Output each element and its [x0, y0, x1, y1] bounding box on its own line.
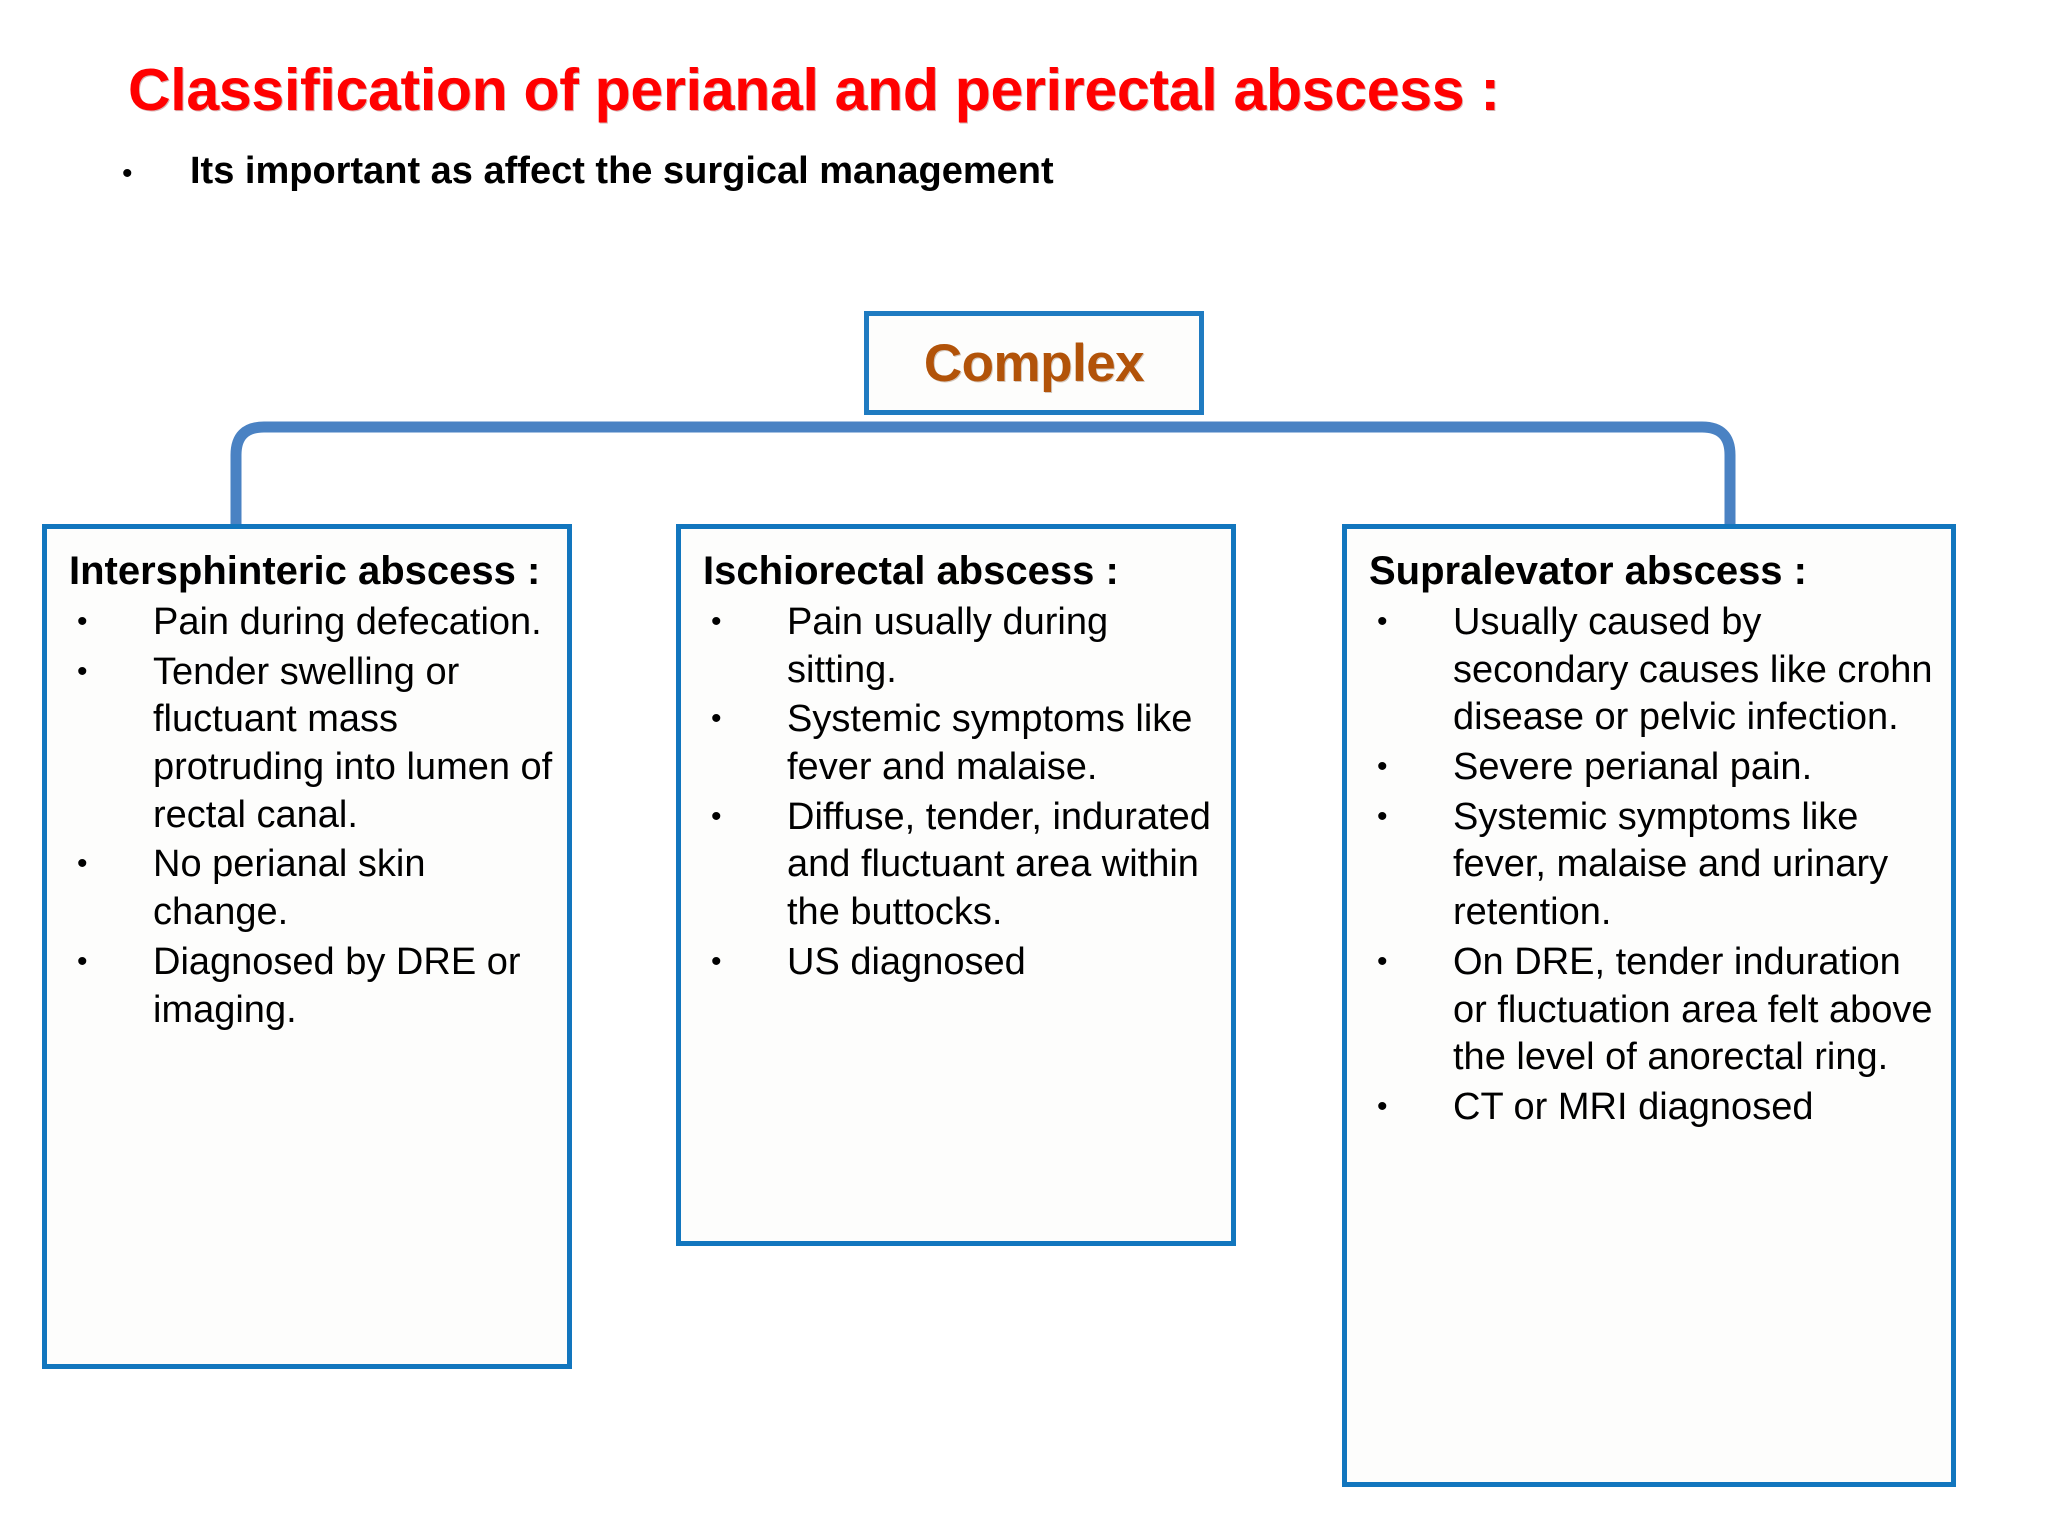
bullet-icon: • — [77, 944, 88, 978]
list-item: • US diagnosed — [703, 939, 1217, 987]
bullet-icon: • — [1377, 1089, 1388, 1123]
list-item-text: No perianal skin change. — [153, 843, 426, 934]
bullet-icon: • — [1377, 605, 1388, 638]
bullet-icon: • — [77, 654, 88, 688]
bullet-icon: • — [711, 944, 722, 978]
list-item-text: Severe perianal pain. — [1453, 746, 1813, 789]
category-heading: Intersphinteric abscess : — [69, 549, 541, 593]
list-item: • Usually caused by secondary causes lik… — [1369, 599, 1937, 742]
list-item: • Systemic symptoms like fever and malai… — [703, 696, 1217, 791]
list-item-text: Tender swelling or fluctuant mass protru… — [153, 650, 553, 836]
list-item: • Diffuse, tender, indurated and fluctua… — [703, 794, 1217, 937]
category-box-supralevator[interactable]: Supralevator abscess : • Usually caused … — [1342, 524, 1956, 1487]
list-item: • Pain during defecation. — [69, 599, 553, 647]
list-item-text: Diffuse, tender, indurated and fluctuant… — [787, 795, 1211, 934]
list-item: • No perianal skin change. — [69, 841, 553, 936]
list-item: • CT or MRI diagnosed — [1369, 1084, 1937, 1132]
list-item: • Diagnosed by DRE or imaging. — [69, 939, 553, 1034]
bullet-icon: • — [711, 799, 722, 833]
bullet-icon: • — [1377, 944, 1388, 978]
list-item: • Tender swelling or fluctuant mass prot… — [69, 649, 553, 840]
bullet-icon: • — [711, 702, 722, 736]
list-item-text: CT or MRI diagnosed — [1453, 1085, 1814, 1128]
category-box-ischiorectal[interactable]: Ischiorectal abscess : • Pain usually du… — [676, 524, 1236, 1246]
category-heading: Ischiorectal abscess : — [703, 549, 1119, 593]
page-title: Classification of perianal and perirecta… — [128, 57, 1500, 123]
diagram-root-label: Complex — [923, 333, 1145, 393]
subtitle-text: Its important as affect the surgical man… — [190, 150, 1054, 192]
category-item-list: • Pain usually during sitting. • Systemi… — [703, 599, 1217, 987]
list-item: • Systemic symptoms like fever, malaise … — [1369, 794, 1937, 937]
subtitle-bullet-row: • Its important as affect the surgical m… — [122, 150, 1054, 193]
list-item-text: Diagnosed by DRE or imaging. — [153, 940, 521, 1031]
connector-path — [230, 421, 1736, 525]
list-item-text: US diagnosed — [787, 940, 1026, 983]
list-item-text: On DRE, tender induration or fluctuation… — [1453, 940, 1933, 1079]
list-item-text: Systemic symptoms like fever and malaise… — [787, 698, 1193, 789]
bullet-icon: • — [122, 157, 133, 190]
list-item: • Severe perianal pain. — [1369, 744, 1937, 792]
diagram-connector — [230, 421, 1736, 525]
diagram-root-node[interactable]: Complex — [864, 311, 1204, 415]
list-item: • Pain usually during sitting. — [703, 599, 1217, 694]
list-item-text: Pain usually during sitting. — [787, 601, 1109, 691]
list-item-text: Systemic symptoms like fever, malaise an… — [1453, 795, 1889, 934]
category-item-list: • Pain during defecation. • Tender swell… — [69, 599, 553, 1034]
bullet-icon: • — [1377, 799, 1388, 833]
category-box-intersphincteric[interactable]: Intersphinteric abscess : • Pain during … — [42, 524, 572, 1369]
list-item-text: Usually caused by secondary causes like … — [1453, 601, 1933, 739]
category-heading: Supralevator abscess : — [1369, 549, 1807, 593]
list-item: • On DRE, tender induration or fluctuati… — [1369, 939, 1937, 1082]
bullet-icon: • — [711, 605, 722, 638]
bullet-icon: • — [1377, 750, 1388, 784]
bullet-icon: • — [77, 847, 88, 881]
category-item-list: • Usually caused by secondary causes lik… — [1369, 599, 1937, 1132]
list-item-text: Pain during defecation. — [153, 601, 542, 643]
bullet-icon: • — [77, 605, 88, 638]
